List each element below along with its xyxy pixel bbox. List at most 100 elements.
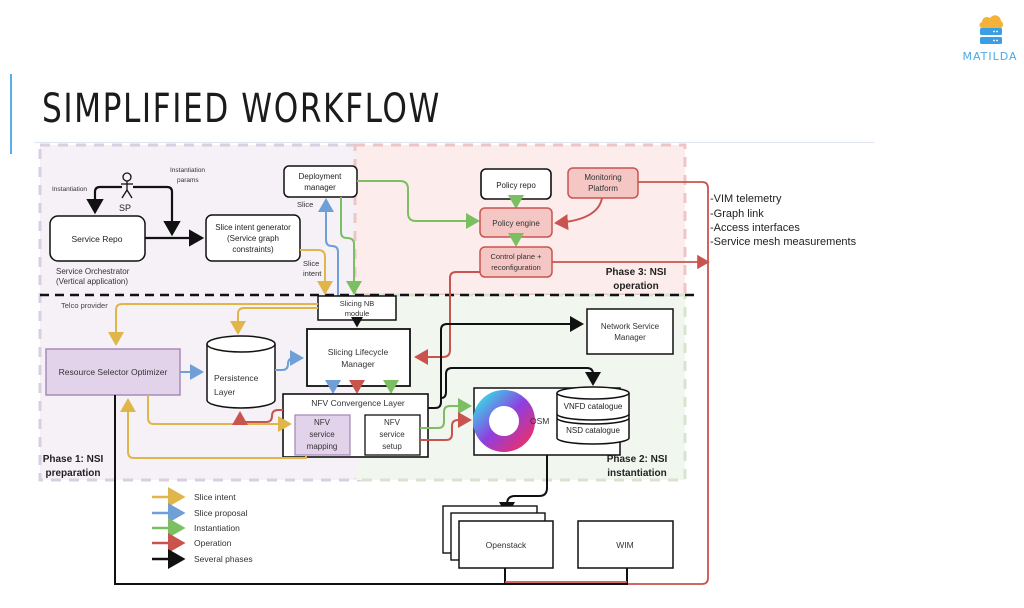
edge-label-slice-proposal: Slice (297, 200, 313, 209)
logo-label: MATILDA (962, 50, 1018, 63)
phase2-label: Phase 2: NSI (607, 454, 668, 465)
telemetry-item: -VIM telemetry (710, 193, 782, 205)
vertical-application-label: (Vertical application) (56, 277, 128, 286)
slice-intent-generator-box[interactable] (205, 214, 301, 262)
nfv-setup-label-2: service (379, 430, 405, 439)
control-plane-label-2: reconfiguration (491, 263, 541, 272)
nsm-label: Network Service (601, 322, 660, 331)
telemetry-item: -Graph link (710, 208, 764, 220)
vnfd-catalogue-label: VNFD catalogue (564, 402, 623, 411)
osm-label: OSM (530, 416, 549, 426)
slicing-lcm-label: Slicing Lifecycle (328, 347, 389, 357)
nfv-setup-label: NFV (384, 418, 401, 427)
slide-title: SIMPLIFIED WORKFLOW (42, 86, 441, 132)
label-instantiation: Instantiation (52, 186, 87, 193)
edge-slice-proposal-to-dm (318, 198, 339, 296)
legend-label: Several phases (194, 554, 253, 564)
network-service-manager-box[interactable] (586, 308, 674, 355)
wim-box[interactable] (577, 520, 674, 569)
nfv-setup-label-3: setup (382, 442, 402, 451)
phase1-label: Phase 1: NSI (43, 454, 104, 465)
sp-label: SP (119, 203, 131, 213)
edge-sp-params (133, 185, 181, 237)
edge-label-intent: intent (303, 269, 322, 278)
phase3-label: Phase 3: NSI (606, 267, 667, 278)
monitoring-platform-box[interactable] (567, 167, 639, 199)
label-instantiation-params-1: Instantiation (170, 167, 205, 174)
label-instantiation-params-2: params (177, 177, 199, 184)
legend-label: Slice proposal (194, 508, 248, 518)
telemetry-item: -Service mesh measurements (710, 236, 857, 248)
matilda-logo: MATILDA (958, 8, 1022, 68)
nsd-catalogue-label: NSD catalogue (566, 426, 620, 435)
edge-control-plane-to-lcm (414, 271, 480, 365)
edge-nfv-to-nsm (428, 316, 584, 409)
slicing-nb-label: Slicing NB (340, 299, 375, 308)
sp-actor-icon (121, 172, 133, 199)
edge-nfv-to-persistence (232, 409, 283, 425)
wim-label: WIM (616, 540, 633, 550)
slice-intent-generator-label-3: constraints) (232, 245, 274, 254)
nfv-convergence-label: NFV Convergence Layer (311, 398, 405, 408)
nfv-mapping-label-2: service (309, 430, 335, 439)
edge-dm-to-policy-engine (357, 180, 480, 229)
edge-osm-to-openstack (499, 455, 548, 516)
control-plane-label: Control plane + (490, 252, 542, 261)
nsm-label-2: Manager (614, 333, 646, 342)
deployment-manager-box[interactable] (283, 165, 358, 198)
slice-intent-generator-label: Slice intent generator (215, 223, 291, 232)
slicing-lcm-label-2: Manager (341, 359, 375, 369)
deployment-manager-label: Deployment (299, 172, 342, 181)
persistence-label: Persistence (214, 373, 259, 383)
edge-setup-to-osm-green (420, 398, 472, 429)
phase1-label-2: preparation (45, 468, 100, 479)
slice-intent-generator-label-2: (Service graph (227, 234, 279, 243)
monitoring-platform-label-2: Platform (588, 184, 618, 193)
title-accent-bar (10, 74, 12, 154)
edge-nfv-mapping-to-rso (120, 398, 307, 459)
persistence-layer-cylinder[interactable] (206, 335, 276, 409)
service-repo-label: Service Repo (71, 234, 122, 244)
legend-label: Instantiation (194, 523, 240, 533)
resource-selector-label: Resource Selector Optimizer (59, 367, 168, 377)
slicing-nb-label-2: module (345, 309, 370, 318)
legend: Slice intent Slice proposal Instantiatio… (152, 487, 253, 569)
telco-provider-label: Telco provider (61, 301, 108, 310)
edge-setup-to-osm-red (420, 412, 472, 441)
edge-persistence-to-lcm (275, 350, 304, 371)
edge-nb-to-resource-selector (108, 303, 318, 346)
deployment-manager-label-2: manager (304, 183, 336, 192)
edge-nfv-to-catalogue (440, 367, 601, 399)
persistence-label-2: Layer (214, 387, 235, 397)
phase2-label-2: instantiation (607, 468, 666, 479)
edge-rso-to-nfv-mapping (147, 395, 292, 432)
cloud-server-icon (979, 15, 1004, 44)
resource-selector-optimizer-box[interactable] (45, 348, 181, 396)
nfv-mapping-label-3: mapping (307, 442, 338, 451)
osm-logo-icon (473, 390, 535, 452)
edge-slice-intent-to-nb (300, 249, 333, 295)
title-divider (34, 142, 874, 143)
edge-nb-to-persistence (230, 307, 318, 335)
catalogue-cylinder (556, 386, 630, 445)
service-orchestrator-label: Service Orchestrator (56, 267, 130, 276)
edge-monitoring-telemetry-loop (504, 181, 709, 585)
monitoring-platform-label: Monitoring (584, 173, 621, 182)
policy-repo-label: Policy repo (496, 181, 536, 190)
edge-monitoring-to-policy-engine (554, 197, 603, 231)
edge-dm-instantiation-to-nb (340, 197, 362, 295)
legend-label: Operation (194, 538, 232, 548)
openstack-box[interactable] (458, 520, 554, 569)
edge-sp-to-service-repo (86, 185, 122, 215)
edge-label-slice: Slice (303, 259, 319, 268)
slicing-lifecycle-manager-box[interactable] (306, 328, 411, 387)
nfv-mapping-label: NFV (314, 418, 331, 427)
edge-rso-several-phases-loop (114, 395, 628, 585)
policy-engine-label: Policy engine (492, 219, 540, 228)
nfv-service-mapping-box[interactable] (294, 414, 351, 456)
telemetry-item: -Access interfaces (710, 222, 800, 234)
phase3-label-2: operation (613, 281, 659, 292)
openstack-label: Openstack (486, 540, 527, 550)
nfv-service-setup-box[interactable] (364, 414, 421, 456)
